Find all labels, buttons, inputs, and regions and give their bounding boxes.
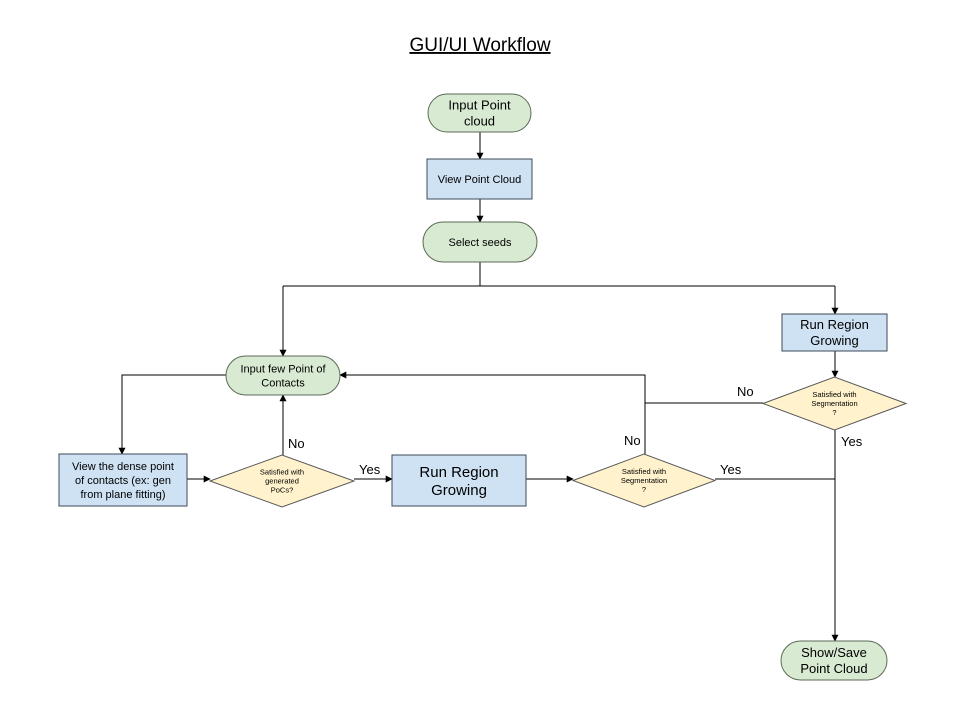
node-label: Satisfied with	[812, 390, 856, 399]
node-label: generated	[265, 477, 299, 486]
node-label: Segmentation	[811, 399, 857, 408]
node-view-point-cloud: View Point Cloud	[426, 158, 533, 200]
terminal-shape	[225, 355, 341, 396]
node-view-dense-poc: View the dense point of contacts (ex: gen…	[58, 453, 188, 507]
node-label: of contacts (ex: gen	[75, 475, 171, 487]
node-label: Input few Point of	[241, 363, 327, 375]
connectors	[118, 132, 839, 642]
edge-label-no-pocs: No	[288, 436, 305, 451]
edge-label-yes-pocs: Yes	[359, 462, 381, 477]
edge-label-no-right: No	[737, 384, 754, 399]
node-input-poc: Input few Point of Contacts	[225, 355, 341, 396]
node-label: PoCs?	[271, 486, 294, 495]
terminal-shape	[422, 221, 538, 263]
node-label: View the dense point	[72, 461, 174, 473]
edge-label-yes-mid: Yes	[720, 462, 742, 477]
node-label: Run Region	[800, 317, 869, 332]
node-select-seeds: Select seeds	[422, 221, 538, 263]
node-label: Run Region	[419, 464, 498, 481]
node-label: ?	[642, 485, 646, 494]
node-label: Growing	[810, 333, 858, 348]
edge-input-poc-to-view-dense	[118, 374, 226, 455]
decision-shape	[761, 376, 908, 431]
node-label: Input Point	[448, 98, 511, 113]
node-label: cloud	[464, 114, 495, 129]
process-shape	[781, 313, 888, 352]
node-label: Satisfied with	[260, 468, 304, 477]
node-label: from plane fitting)	[81, 489, 166, 501]
process-shape	[58, 453, 188, 507]
process-shape	[391, 454, 527, 507]
node-label: Show/Save	[801, 645, 867, 660]
node-label: Growing	[431, 482, 487, 499]
edge-label-yes-right: Yes	[841, 434, 863, 449]
node-label: Segmentation	[621, 476, 667, 485]
node-label: Point Cloud	[800, 661, 867, 676]
terminal-shape	[780, 640, 888, 681]
diagram-title: GUI/UI Workflow	[409, 35, 550, 56]
edge-no-mid-to-input-poc	[339, 371, 646, 454]
process-shape	[426, 158, 533, 200]
node-label: ?	[832, 408, 836, 417]
node-label: View Point Cloud	[438, 174, 522, 186]
node-label: Contacts	[261, 377, 305, 389]
node-label: Select seeds	[449, 237, 512, 249]
decision-shape	[571, 453, 717, 508]
decision-shape	[208, 454, 356, 508]
edge-label-no-mid: No	[624, 433, 641, 448]
terminal-shape	[427, 93, 532, 133]
node-label: Satisfied with	[622, 467, 666, 476]
